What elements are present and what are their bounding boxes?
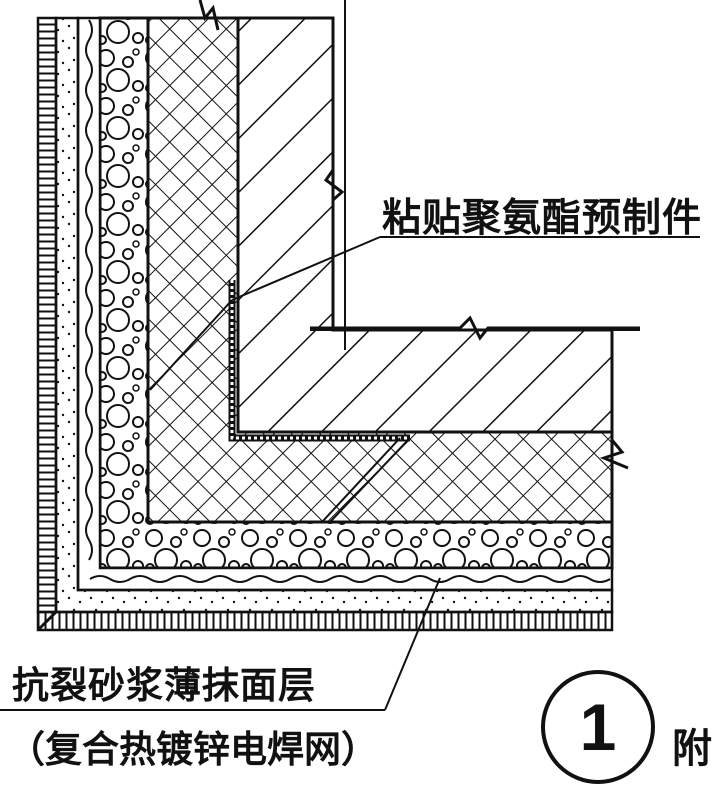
- insulation-board: [146, 0, 629, 524]
- detail-marker-circle: [541, 670, 655, 784]
- precast-corner-piece: [149, 280, 411, 523]
- mesh-note-label: （复合热镀锌电焊网）: [8, 728, 378, 771]
- concrete-wall: [236, 0, 640, 434]
- leader-lines: [0, 236, 700, 711]
- precast-part-label: 粘贴聚氨酯预制件: [382, 196, 703, 241]
- detail-marker-number: 1: [579, 690, 617, 764]
- tile-finish-layer: [36, 16, 614, 632]
- mortar-layer-label: 抗裂砂浆薄抹面层: [12, 664, 316, 707]
- detail-marker-suffix: 附: [672, 726, 712, 772]
